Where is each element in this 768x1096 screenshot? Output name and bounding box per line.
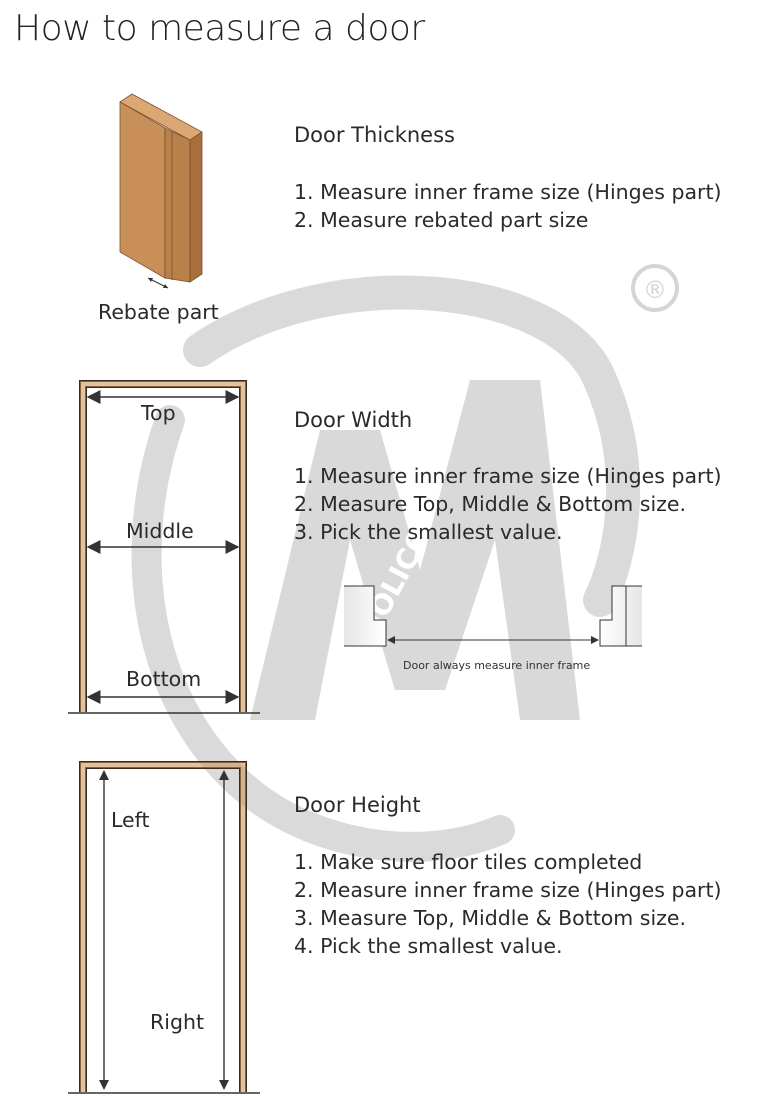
door-height-steps: 1. Make sure floor tiles completed 2. Me…	[294, 848, 722, 960]
door-width-heading: Door Width	[294, 408, 413, 432]
bottom-label: Bottom	[126, 667, 202, 691]
door-thickness-heading: Door Thickness	[294, 123, 455, 147]
right-label: Right	[150, 1010, 204, 1034]
left-label: Left	[111, 808, 150, 832]
door-height-frame-diagram	[68, 761, 260, 1094]
top-label: Top	[141, 401, 176, 425]
middle-label: Middle	[126, 519, 194, 543]
registered-mark: ®	[643, 276, 667, 304]
step-item: 4. Pick the smallest value.	[294, 934, 563, 958]
inner-frame-detail	[344, 585, 642, 647]
step-item: 1. Measure inner frame size (Hinges part…	[294, 180, 722, 204]
rebate-part-label: Rebate part	[98, 300, 219, 324]
step-item: 1. Make sure floor tiles completed	[294, 850, 643, 874]
step-item: 1. Measure inner frame size (Hinges part…	[294, 464, 722, 488]
door-height-heading: Door Height	[294, 793, 421, 817]
door-thickness-illustration	[119, 93, 203, 289]
door-thickness-steps: 1. Measure inner frame size (Hinges part…	[294, 178, 722, 234]
step-item: 3. Measure Top, Middle & Bottom size.	[294, 906, 687, 930]
door-width-frame-diagram	[68, 380, 260, 714]
door-width-steps: 1. Measure inner frame size (Hinges part…	[294, 462, 722, 546]
step-item: 2. Measure Top, Middle & Bottom size.	[294, 492, 687, 516]
step-item: 2. Measure rebated part size	[294, 208, 589, 232]
step-item: 2. Measure inner frame size (Hinges part…	[294, 878, 722, 902]
step-item: 3. Pick the smallest value.	[294, 520, 563, 544]
page-title: How to measure a door	[14, 8, 425, 49]
inner-frame-caption: Door always measure inner frame	[403, 659, 591, 672]
